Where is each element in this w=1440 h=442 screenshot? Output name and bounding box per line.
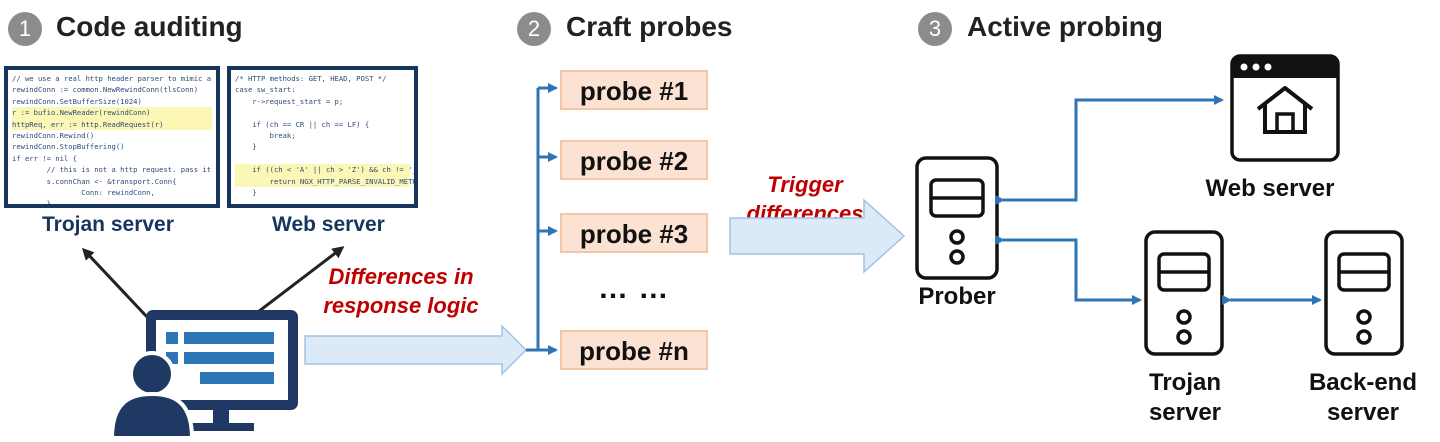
code-line: // this is not a http request. pass it t… bbox=[46, 165, 220, 175]
user-at-computer-icon bbox=[81, 246, 345, 440]
browser-home-icon bbox=[1230, 54, 1340, 162]
code-line: return NGX_HTTP_PARSE_INVALID_METHOD; bbox=[235, 175, 418, 187]
probe-1: probe #1 bbox=[560, 70, 708, 110]
code-line: // we use a real http header parser to m… bbox=[12, 74, 220, 83]
differences-label: Differences in response logic bbox=[306, 262, 496, 320]
trojan-server-label: Trojan server bbox=[1130, 368, 1240, 428]
step-3-number: 3 bbox=[918, 12, 952, 46]
code-line: rewindConn := common.NewRewindConn(tlsCo… bbox=[12, 85, 199, 95]
code-line: if err != nil { bbox=[12, 153, 77, 163]
code-line: } bbox=[12, 199, 51, 208]
probe-ellipsis: … … bbox=[598, 272, 670, 305]
step-1-number: 1 bbox=[8, 12, 42, 46]
step-2-title: Craft probes bbox=[566, 11, 733, 42]
prober-label: Prober bbox=[918, 283, 996, 310]
trigger-label-line1: Trigger bbox=[767, 172, 843, 197]
code-line: case sw_start: bbox=[235, 85, 296, 95]
trojan-code-snippet: // we use a real http header parser to m… bbox=[4, 66, 220, 208]
connection-arrows bbox=[995, 95, 1322, 305]
code-line: rewindConn.Rewind() bbox=[12, 130, 95, 140]
step-2-number: 2 bbox=[517, 12, 551, 46]
web-server-label: Web server bbox=[1205, 175, 1335, 202]
web-code-snippet: /* HTTP methods: GET, HEAD, POST */ case … bbox=[227, 66, 418, 208]
big-arrow-trigger bbox=[729, 198, 906, 274]
code-line: break; bbox=[235, 130, 296, 140]
differences-label-line2: response logic bbox=[323, 293, 479, 318]
backend-server-icon bbox=[1324, 230, 1404, 356]
code-line: Conn: rewindConn, bbox=[12, 187, 155, 197]
trojan-server-icon bbox=[1144, 230, 1224, 356]
probe-branch-arrows bbox=[526, 83, 558, 355]
probe-n: probe #n bbox=[560, 330, 708, 370]
code-line: /* HTTP methods: GET, HEAD, POST */ bbox=[235, 74, 387, 83]
backend-server-label-line1: Back-end bbox=[1308, 369, 1418, 396]
probe-3: probe #3 bbox=[560, 213, 708, 253]
trojan-server-code-label: Trojan server bbox=[42, 213, 174, 236]
code-line: } bbox=[235, 142, 257, 152]
code-line: } bbox=[235, 187, 257, 197]
code-line: s.connChan <- &transport.Conn{ bbox=[12, 176, 177, 186]
big-arrow-code-to-probes bbox=[304, 324, 528, 376]
differences-label-line1: Differences in bbox=[328, 264, 474, 289]
backend-server-label-line2: server bbox=[1326, 399, 1400, 426]
code-line: rewindConn.SetBufferSize(1024) bbox=[12, 96, 142, 106]
step-3-title: Active probing bbox=[967, 11, 1164, 42]
step-1-title: Code auditing bbox=[56, 11, 243, 42]
trojan-server-label-line2: server bbox=[1148, 399, 1222, 426]
code-line: httpReq, err := http.ReadRequest(r) bbox=[12, 118, 212, 130]
code-line: if (ch == CR || ch == LF) { bbox=[235, 119, 370, 129]
code-line: rewindConn.StopBuffering() bbox=[12, 142, 125, 152]
web-server-code-label: Web server bbox=[272, 213, 385, 236]
backend-server-label: Back-end server bbox=[1298, 368, 1428, 428]
code-line: r := bufio.NewReader(rewindConn) bbox=[12, 107, 212, 119]
code-line: r->request_start = p; bbox=[235, 96, 344, 106]
prober-server-icon bbox=[915, 156, 999, 280]
trojan-server-label-line1: Trojan bbox=[1148, 369, 1221, 396]
probe-2: probe #2 bbox=[560, 140, 708, 180]
